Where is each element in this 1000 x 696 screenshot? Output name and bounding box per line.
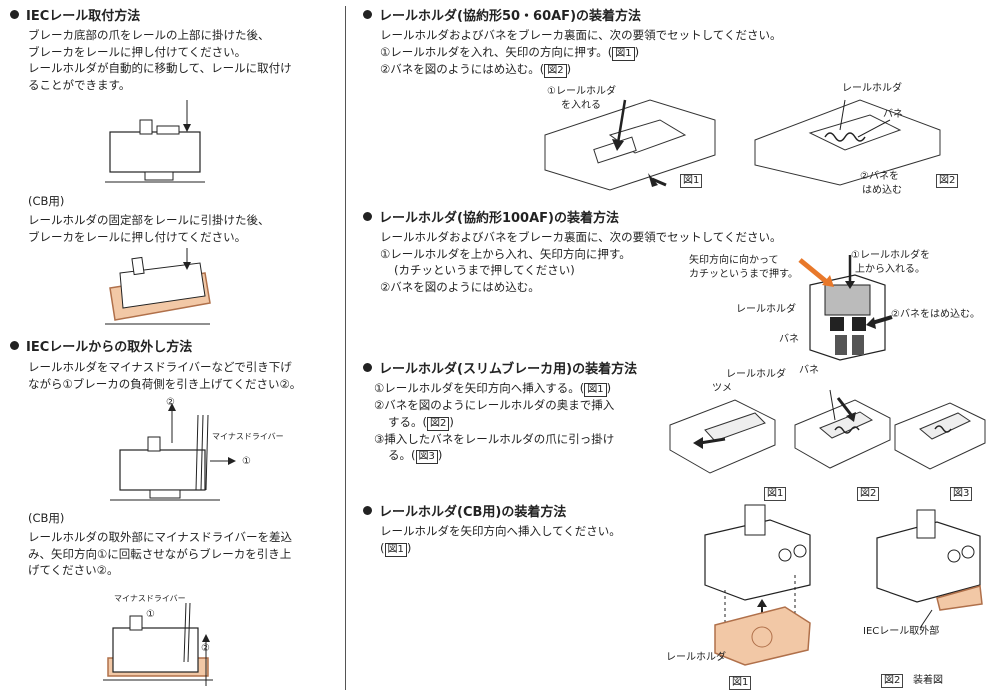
iec-remove-figure xyxy=(110,403,236,501)
s2-insert-label: ②バネをはめ込む。 xyxy=(891,309,980,320)
s2-text: レールホルダおよびバネをブレーカ裏面に、次の要領でセットしてください。 ①レール… xyxy=(380,230,782,294)
screwdriver-label-2: マイナスドライバー xyxy=(114,594,186,603)
s1-callout-a1: ①レールホルダ xyxy=(547,86,616,97)
fig-ref-1: 図1 xyxy=(384,542,407,557)
s4-heading: レールホルダ(CB用)の装着方法 xyxy=(363,504,566,522)
bullet-icon xyxy=(363,363,372,372)
s1-holder-label: レールホルダ xyxy=(842,83,902,94)
column-divider xyxy=(345,6,346,690)
s1-callout-b2: はめ込む xyxy=(862,185,902,196)
bullet-icon xyxy=(10,10,19,19)
s4-assembly-label: 装着図 xyxy=(913,675,943,686)
s3-heading: レールホルダ(スリムブレーカ用)の装着方法 xyxy=(363,361,637,379)
s2-heading: レールホルダ(協約形100AF)の装着方法 xyxy=(363,210,619,228)
s4-text: レールホルダを矢印方向へ挿入してください。 (図1) xyxy=(380,524,621,557)
s3-fig1-caption: 図1 xyxy=(764,487,787,501)
s4-removal-label: IECレール取外部 xyxy=(863,626,940,637)
s2-callout-arrow2: カチッというまで押す。 xyxy=(689,269,798,280)
fig-ref-1: 図1 xyxy=(584,383,607,397)
iec-mount-heading: IECレール取付方法 xyxy=(10,8,140,26)
s3-fig3-caption: 図3 xyxy=(950,487,973,501)
fig-ref-3: 図3 xyxy=(415,450,438,465)
bullet-icon xyxy=(363,212,372,221)
fig-ref-2: 図2 xyxy=(427,416,450,431)
bullet-icon xyxy=(363,506,372,515)
s3-text: ①レールホルダを矢印方向へ挿入する。(図1) ②バネを図のようにレールホルダの奥… xyxy=(374,381,615,465)
cb-mount-figure xyxy=(105,248,211,325)
s4-figure1 xyxy=(704,504,811,666)
s1-heading: レールホルダ(協約形50・60AF)の装着方法 xyxy=(363,8,641,26)
cb-mount-label: (CB用) xyxy=(28,194,65,208)
s2-callout-top1: ①レールホルダを xyxy=(851,250,930,261)
fig-num-1: ① xyxy=(242,456,251,467)
s4-fig1-caption: 図1 xyxy=(729,676,752,690)
s3-figure3 xyxy=(894,402,986,470)
s1-fig2-caption: 図2 xyxy=(936,174,959,188)
cb-remove-label: (CB用) xyxy=(28,511,65,525)
s4-fig2-caption: 図2 xyxy=(881,674,904,688)
s1-figure1 xyxy=(544,99,716,191)
iec-remove-text: レールホルダをマイナスドライバーなどで引き下げ ながら①ブレーカの負荷側を引き上… xyxy=(28,360,302,391)
cb-remove-text: レールホルダの取外部にマイナスドライバーを差込 み、矢印方向①に回転させながらブ… xyxy=(28,530,293,578)
s1-text: レールホルダおよびバネをブレーカ裏面に、次の要領でセットしてください。 ①レール… xyxy=(380,28,782,78)
s1-fig1-caption: 図1 xyxy=(680,174,703,188)
s4-holder-label: レールホルダ xyxy=(666,652,726,663)
fig-ref-2: 図2 xyxy=(544,63,567,78)
s2-callout-arrow1: 矢印方向に向かって xyxy=(689,255,779,266)
fig-num-1b: ① xyxy=(146,609,155,620)
bullet-icon xyxy=(363,10,372,19)
screwdriver-label: マイナスドライバー xyxy=(212,432,284,441)
s3-fig2-caption: 図2 xyxy=(857,487,880,501)
s4-figure2 xyxy=(876,509,983,629)
iec-mount-figure xyxy=(105,100,205,183)
s3-spring-label: バネ xyxy=(799,365,819,376)
s3-holder-label: レールホルダ xyxy=(726,369,786,380)
fig-num-2: ② xyxy=(166,397,175,408)
s3-claw-label: ツメ xyxy=(712,383,732,394)
s1-callout-a2: を入れる xyxy=(561,100,601,111)
s2-callout-top2: 上から入れる。 xyxy=(855,264,925,275)
fig-num-2b: ② xyxy=(201,643,210,654)
s3-figure2 xyxy=(794,389,891,469)
s2-figure xyxy=(798,255,893,361)
cb-mount-text: レールホルダの固定部をレールに引掛けた後、 ブレーカをレールに押し付けてください… xyxy=(28,213,270,244)
bullet-icon xyxy=(10,341,19,350)
s3-figure1 xyxy=(669,399,776,474)
iec-mount-text: ブレーカ底部の爪をレールの上部に掛けた後、 ブレーカをレールに押し付けてください… xyxy=(28,28,292,92)
s1-spring-label: バネ xyxy=(883,109,903,120)
cb-remove-figure xyxy=(103,602,213,686)
iec-remove-heading: IECレールからの取外し方法 xyxy=(10,339,192,357)
s2-holder-label: レールホルダ xyxy=(736,304,796,315)
fig-ref-1: 図1 xyxy=(612,46,635,61)
s1-figure2 xyxy=(754,99,941,186)
s2-spring-label: バネ xyxy=(779,334,799,345)
s1-callout-b1: ②バネを xyxy=(860,171,899,182)
